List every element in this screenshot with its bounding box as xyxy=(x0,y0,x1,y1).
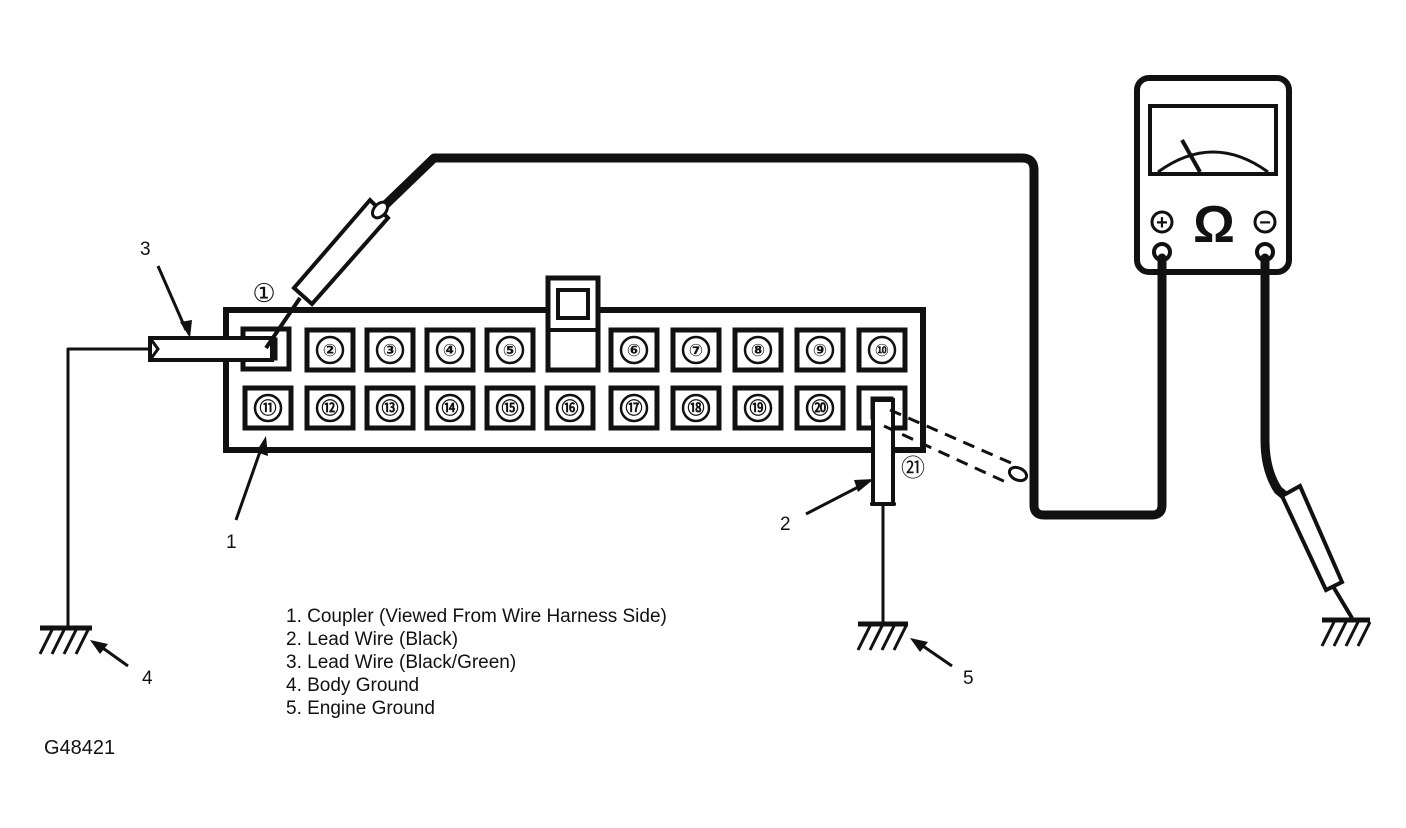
ohm-symbol: Ω xyxy=(1193,196,1235,254)
ohmmeter-scale xyxy=(1157,150,1269,174)
coupler: ① ② ③ ④ ⑤ ⑥ ⑦ ⑧ ⑨ ⑩ ⑪ ⑫ ⑬ ⑭ ⑮ ⑯ ⑰ ⑱ ⑲ ⑳ ㉑ xyxy=(223,275,926,482)
callout-4-label: 4 xyxy=(142,668,153,689)
connector-pin-circle xyxy=(435,335,465,365)
connector-pin: ⑲ xyxy=(732,385,784,431)
connector-pin-circle xyxy=(681,335,711,365)
connector-pin-number: ⑫ xyxy=(322,398,339,418)
connector-pin-circle xyxy=(495,335,525,365)
connector-pin: ⑯ xyxy=(544,385,596,431)
lead-wire-black xyxy=(870,398,896,624)
minus-terminal-icon xyxy=(1253,210,1277,234)
connector-pin-number: ⑤ xyxy=(503,341,517,360)
callout-2-label: 2 xyxy=(780,514,791,535)
callout-5-label: 5 xyxy=(963,668,974,689)
connector-pin-number: ⑨ xyxy=(813,341,827,360)
positive-test-lead xyxy=(264,153,1167,520)
connector-pin: ⑰ xyxy=(608,385,660,431)
legend-item-2: 2. Lead Wire (Black) xyxy=(286,629,458,650)
alternate-probe-position xyxy=(883,408,1029,486)
plus-terminal-label: + xyxy=(1156,212,1168,234)
legend-item-5: 5. Engine Ground xyxy=(286,698,435,719)
connector-pin-housing xyxy=(732,327,784,373)
connector-pin-number: ⑬ xyxy=(382,398,399,418)
connector-pin-number: ⑪ xyxy=(260,398,277,418)
connector-pin-circle xyxy=(805,393,835,423)
connector-pin-circle xyxy=(681,393,711,423)
connector-pin: ⑧ xyxy=(732,327,784,373)
connector-pin: ⑮ xyxy=(484,385,536,431)
connector-pin-circle xyxy=(743,335,773,365)
connector-pin-circle xyxy=(315,335,345,365)
plus-terminal-icon xyxy=(1150,210,1174,234)
connector-pin-circle xyxy=(375,335,405,365)
callout-5: 5 xyxy=(910,638,974,689)
connector-pin-number: ⑰ xyxy=(626,398,643,418)
connector-pin: ⑫ xyxy=(304,385,356,431)
ohmmeter: + − Ω xyxy=(1134,75,1292,275)
connector-pin-number: ⑥ xyxy=(627,341,641,360)
connector-pin: ⑦ xyxy=(670,327,722,373)
negative-probe-tip xyxy=(1332,586,1354,620)
callout-1-label: 1 xyxy=(226,532,237,553)
connector-pin-circle xyxy=(619,393,649,423)
callout-3-label: 3 xyxy=(140,239,151,260)
body-ground xyxy=(38,347,157,655)
callout-3: 3 xyxy=(140,239,192,338)
connector-pin-number: ④ xyxy=(443,341,457,360)
connector-pin: ⑩ xyxy=(856,327,908,373)
legend-item-4: 4. Body Ground xyxy=(286,675,419,696)
connector-pin-number: ⑮ xyxy=(502,398,519,418)
connector-pin-number: ⑯ xyxy=(562,398,579,418)
positive-probe-tip xyxy=(264,296,302,350)
connector-pin-number: ③ xyxy=(383,341,397,360)
callout-4: 4 xyxy=(90,640,153,689)
connector-pin-circle xyxy=(435,393,465,423)
connector-pin-number: ⑧ xyxy=(751,341,765,360)
connector-pin: ④ xyxy=(424,327,476,373)
connector-pin-circle xyxy=(805,335,835,365)
connector-pin-circle xyxy=(867,335,897,365)
ohmmeter-needle xyxy=(1180,139,1202,173)
pin-1-label: ① xyxy=(252,278,275,308)
legend: 1. Coupler (Viewed From Wire Harness Sid… xyxy=(286,606,667,719)
connector-pin: ⑪ xyxy=(242,385,294,431)
coupler-lock-window xyxy=(556,288,590,320)
connector-pin-number: ⑲ xyxy=(750,398,767,418)
connector-pin-number: ⑱ xyxy=(688,398,705,418)
connector-pin: ⑭ xyxy=(424,385,476,431)
connector-pin: ⑱ xyxy=(670,385,722,431)
connector-pin: ⑳ xyxy=(794,385,846,431)
pin-21-label: ㉑ xyxy=(901,455,925,482)
connector-pin-number: ⑳ xyxy=(812,398,829,418)
connector-pin-circle xyxy=(555,393,585,423)
minus-terminal-label: − xyxy=(1259,212,1271,234)
lead-wire-black-green xyxy=(148,336,274,362)
connector-pin-circle xyxy=(315,393,345,423)
callout-1: 1 xyxy=(226,436,268,553)
connector-pin: ⑨ xyxy=(794,327,846,373)
connector-pin: ⑬ xyxy=(364,385,416,431)
connector-pin-number: ⑭ xyxy=(442,398,459,418)
engine-ground xyxy=(856,621,908,651)
connector-pin: ③ xyxy=(364,327,416,373)
negative-test-lead xyxy=(1260,253,1372,647)
connector-pin-number: ⑦ xyxy=(689,341,703,360)
connector-pin-number: ⑩ xyxy=(875,341,889,360)
connector-pin-circle xyxy=(619,335,649,365)
legend-item-1: 1. Coupler (Viewed From Wire Harness Sid… xyxy=(286,606,667,627)
connector-pin-circle xyxy=(375,393,405,423)
connector-pin: ② xyxy=(304,327,356,373)
connector-pin: ⑤ xyxy=(484,327,536,373)
connector-pin-circle xyxy=(495,393,525,423)
connector-pin-circle xyxy=(743,393,773,423)
connector-pin-number: ② xyxy=(323,341,337,360)
negative-probe-handle xyxy=(1279,483,1345,593)
figure-id: G48421 xyxy=(44,737,115,759)
callout-2: 2 xyxy=(780,479,874,535)
legend-item-3: 3. Lead Wire (Black/Green) xyxy=(286,652,516,673)
connector-pin: ⑥ xyxy=(608,327,660,373)
connector-pin-circle xyxy=(253,393,283,423)
